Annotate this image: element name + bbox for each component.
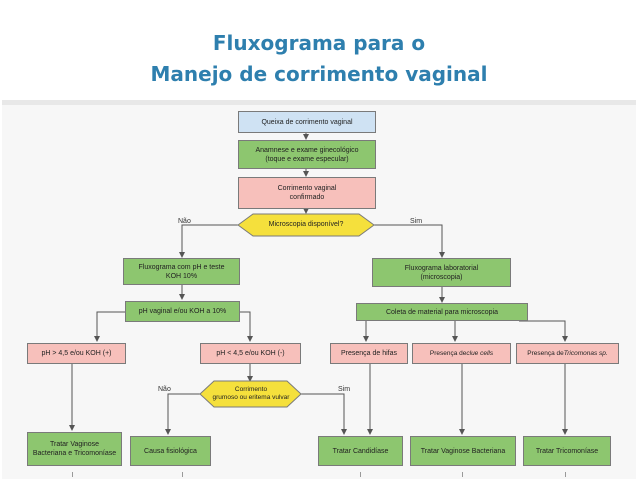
node-anamnese: Anamnese e exame ginecológico (toque e e…	[238, 140, 376, 169]
footer-tick	[360, 472, 361, 477]
arrow-nao-causa	[165, 393, 200, 435]
node-corrimento-confirmado: Corrimento vaginal confirmado	[238, 177, 376, 209]
arrow-sim-flux-lab	[374, 224, 445, 258]
label-nao-microscopia: Não	[178, 218, 191, 225]
node-tratar-candidiase: Tratar Candidíase	[318, 436, 403, 466]
node-tratar-tricomoniase: Tratar Tricomoníase	[523, 436, 611, 466]
footer-tick	[462, 472, 463, 477]
decision-microscopia-shape	[237, 213, 375, 237]
node-ph-menor: pH < 4,5 e/ou KOH (-)	[200, 343, 301, 364]
arrow-nao-flux-ph	[179, 224, 238, 258]
footer-tick	[182, 472, 183, 477]
decision-grumoso-shape	[199, 380, 302, 408]
node-tratar-vaginose-bacteriana: Tratar Vaginose Bacteriana	[410, 436, 516, 466]
node-presenca-clue-cells: Presença de clue cells	[412, 343, 511, 364]
title-line-1: Fluxograma para o	[212, 31, 426, 55]
trico-prefix: Presença de	[527, 350, 564, 357]
label-sim-grumoso: Sim	[338, 386, 351, 393]
footer-tick	[565, 472, 566, 477]
page-title: Fluxograma para o Manejo de corrimento v…	[0, 28, 638, 90]
node-causa-fisiologica: Causa fisiológica	[130, 436, 211, 466]
node-tratar-vb-tricomoniase: Tratar Vaginose Bacteriana e Tricomonías…	[27, 432, 122, 466]
title-line-2: Manejo de corrimento vaginal	[150, 62, 488, 86]
node-fluxograma-ph: Fluxograma com pH e teste KOH 10%	[123, 258, 240, 285]
node-ph-maior: pH > 4,5 e/ou KOH (+)	[27, 343, 126, 364]
label-sim-microscopia: Sim	[410, 218, 423, 225]
arrow-sim-tratar-cand	[301, 393, 347, 435]
clue-term: clue cells	[466, 350, 494, 357]
node-presenca-hifas: Presença de hifas	[330, 343, 408, 364]
label-nao-grumoso: Não	[158, 386, 171, 393]
footer-tick	[72, 472, 73, 477]
node-microscopia-disponivel: Microscopia disponível?	[268, 221, 344, 228]
clue-prefix: Presença de	[429, 350, 467, 357]
node-fluxograma-laboratorial: Fluxograma laboratorial (microscopia)	[372, 258, 511, 287]
diagram-panel-shadow	[2, 100, 636, 105]
arrow-ph-koh-ph-menor	[240, 311, 253, 342]
trico-term: Tricomonas sp.	[563, 350, 608, 357]
node-presenca-tricomonas: Presença de Tricomonas sp.	[516, 343, 619, 364]
node-queixa: Queixa de corrimento vaginal	[238, 111, 376, 133]
arrow-ph-koh-ph-maior	[94, 311, 125, 342]
node-corrimento-grumoso: Corrimento grumoso ou eritema vulvar	[212, 386, 290, 401]
arrow-coleta-trico	[519, 320, 568, 342]
node-coleta-material: Coleta de material para microscopia	[356, 303, 528, 321]
node-ph-koh: pH vaginal e/ou KOH a 10%	[125, 301, 240, 322]
